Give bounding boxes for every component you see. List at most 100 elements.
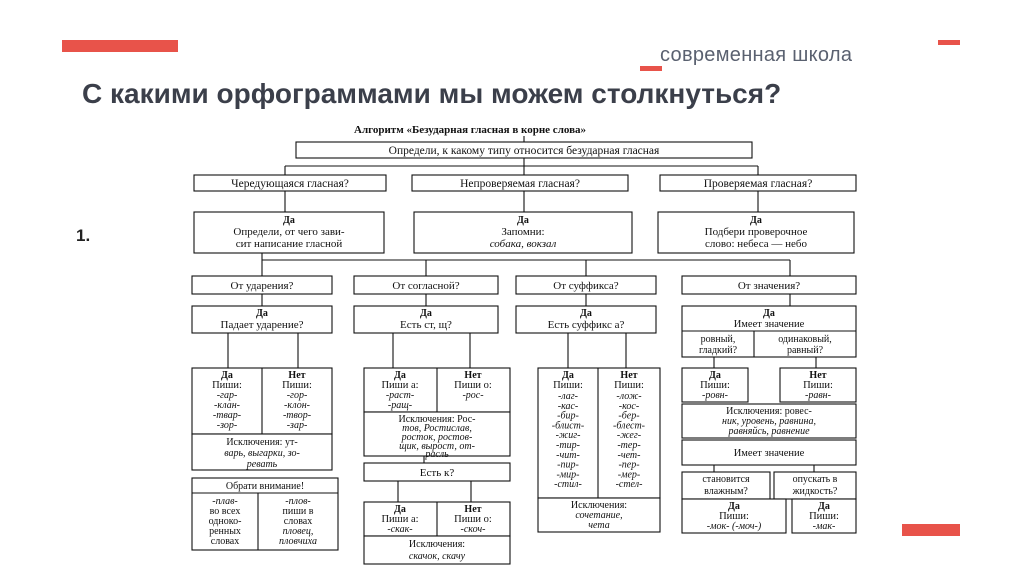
col3-yes-word: -блист- (552, 420, 584, 431)
col2-no3-write: Пиши о: (454, 514, 492, 525)
col4-opt2-left: становится (702, 474, 750, 485)
col1-yes2: Да (221, 370, 233, 381)
col3-word-columns: ДаПиши:-лаг--кас--бир--блист--жиг--тир--… (552, 370, 645, 490)
col3-sub: Есть суффикс а? (548, 319, 625, 331)
col3-no-word: -стел- (616, 479, 643, 490)
item-number: 1. (76, 226, 91, 245)
col3-no-word: -лож- (616, 391, 641, 402)
unver-yes-box (413, 211, 633, 254)
brand-logo-text: современная школа (660, 44, 853, 66)
col4-yes-write: Пиши: (700, 380, 730, 391)
col2-q: От согласной? (392, 280, 459, 292)
slide-title: С какими орфограммами мы можем столкнуть… (82, 78, 782, 109)
col2-yes-word: -ращ- (388, 400, 412, 411)
col1-attn-right: пловчиха (279, 536, 317, 547)
col1-yes-word: -зор- (217, 420, 237, 431)
col4-q-box (681, 275, 857, 295)
col3-no-word: -жег- (617, 430, 641, 441)
q-alternating-box (193, 174, 387, 192)
col2-q-box (353, 275, 499, 295)
col1-attn-left: словах (211, 536, 239, 547)
col2-yes3-word: -скак- (387, 524, 412, 535)
col3-yes: Да (580, 308, 592, 319)
alt-line1: Определи, от чего зави- (233, 226, 345, 238)
col4-yes2: Да (709, 370, 721, 381)
col4-opt-left: гладкий? (699, 345, 738, 356)
col1-attn-right: пловец, (283, 526, 314, 537)
col4-no2: Нет (809, 370, 826, 381)
col4-meaning2-box (681, 439, 857, 466)
col3-yes-word: -тир- (556, 440, 580, 451)
col1-yes: Да (256, 308, 268, 319)
col2-sub-box (353, 305, 499, 334)
col1-exc-line: варь, выгарки, зо- (224, 448, 300, 459)
col1-exc-line: Исключения: ут- (226, 437, 297, 448)
col1-sub: Падает ударение? (221, 319, 304, 331)
ver-line1: Подбери проверочное (705, 226, 808, 238)
accent-bar-logo-left (640, 66, 662, 71)
col3-no-word: -блест- (613, 420, 645, 431)
connector-lines (227, 136, 825, 502)
col3-no-word: -бер- (618, 411, 639, 422)
col4-opt2-right: жидкость? (792, 486, 838, 497)
col2-exc-line: расль (424, 449, 449, 460)
col3-yes-label: Да (562, 370, 574, 381)
col2-exc2-line: Исключения: (409, 539, 465, 550)
col1-no-word: -клон- (284, 400, 310, 411)
col4-has-meaning: Имеет значение (734, 448, 805, 459)
col3-q: От суффикса? (553, 280, 619, 292)
unver-yes: Да (517, 215, 529, 226)
col2-q2-box (363, 462, 511, 482)
col4-no-box (779, 367, 857, 403)
col1-exc-line: ревать (246, 459, 278, 470)
unver-line2: собака, вокзал (490, 238, 557, 250)
col1-attn-right: словах (284, 516, 312, 527)
col3-q-box (515, 275, 657, 295)
col3-no-word: -чет- (618, 450, 641, 461)
col1-attn-right: -плов- (285, 496, 310, 507)
col4-no3: Да (818, 501, 830, 512)
col4-yes3-word: -мок- (-моч-) (707, 521, 762, 532)
accent-bar-bottom-right (902, 524, 960, 536)
col2-q2: Есть к? (420, 467, 455, 479)
col4-exc-line: ник, уровень, равнина, (722, 416, 816, 427)
col4-no3-word: -мак- (813, 521, 836, 532)
col3-yes-word: -кас- (558, 401, 579, 412)
col1-no-word: -гор- (287, 390, 308, 401)
alt-yes-box (193, 211, 385, 254)
col3-no-word: -пер- (618, 460, 639, 471)
q-unverifiable-box (411, 174, 629, 192)
col2-no2: Нет (464, 370, 481, 381)
col4-yes-word: -ровн- (702, 390, 728, 401)
col3-result-box (537, 367, 661, 499)
algorithm-flowchart: Алгоритм «Безударная гласная в корне сло… (191, 124, 857, 565)
col2-yes3-write: Пиши а: (381, 514, 418, 525)
col3-yes-word: -лаг- (558, 391, 578, 402)
col2-yes-write: Пиши а: (381, 380, 418, 391)
col2-no3-word: -скоч- (461, 524, 486, 535)
accent-bar-top-left (62, 40, 178, 52)
unver-line1: Запомни: (501, 226, 544, 238)
algorithm-title: Алгоритм «Безударная гласная в корне сло… (354, 124, 586, 136)
col3-yes-word: -чит- (556, 450, 580, 461)
col2-exc2-line: скачок, скачу (409, 551, 466, 562)
q-verifiable-box (659, 174, 857, 192)
col1-no-word: -твор- (283, 410, 311, 421)
col2-exc-line: Исключения: Рос- (399, 414, 476, 425)
col2-no-write: Пиши о: (454, 380, 492, 391)
col1-exceptions-box (191, 433, 333, 471)
col3-exceptions-box (537, 497, 661, 533)
col4-yes3: Да (728, 501, 740, 512)
col4-exc-line: Исключения: ровес- (726, 406, 812, 417)
col4-no3-write: Пиши: (809, 511, 839, 522)
col3-exc-line: Исключения: (571, 500, 627, 511)
col3-yes-word: -пир- (557, 460, 579, 471)
col3-yes-word: -стил- (554, 479, 582, 490)
col1-attn-left: -плав- (212, 496, 237, 507)
col3-no-word: -мер- (618, 469, 640, 480)
col1-attn-left: ренных (209, 526, 241, 537)
col2-exc-line: тов, Ростислав, (402, 423, 472, 434)
col4-opt2-left-box (681, 471, 771, 500)
col4-sub: Имеет значение (734, 319, 805, 330)
col2-yes2: Да (394, 370, 406, 381)
